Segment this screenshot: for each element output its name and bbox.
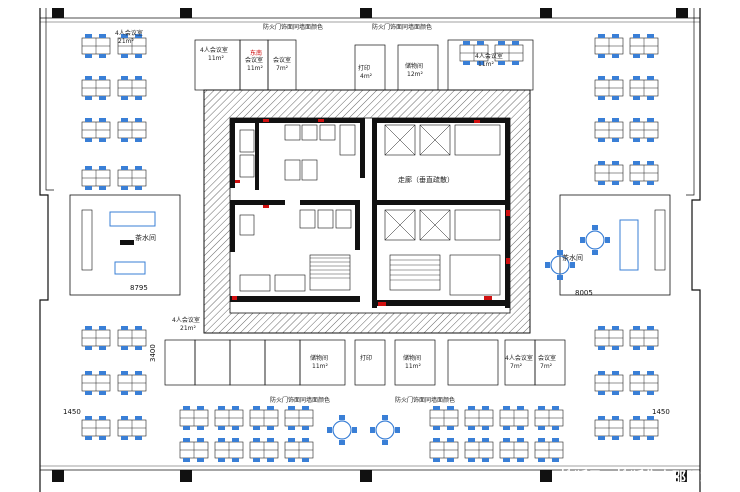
room-label: 4人会议室 (115, 29, 143, 37)
room-area: 7m² (540, 363, 553, 370)
building-core: 走廊（垂直疏散） (203, 89, 531, 334)
dimension-label: 1450 (652, 408, 670, 416)
top-rooms (194, 39, 534, 91)
dimension-label: 1450 (63, 408, 81, 416)
exterior-walls (39, 8, 701, 492)
dimension-label: 8005 (575, 289, 593, 297)
room-label: 4人会议室 (200, 46, 228, 54)
red-tag: 东南 (250, 49, 262, 57)
desk-cluster-top-left (81, 33, 147, 191)
room-label: 4人会议室 (172, 316, 200, 324)
room-label: 会议室 (538, 354, 556, 362)
room-label: 打印 (360, 354, 372, 362)
tea-room-left: 茶水间 (81, 209, 156, 275)
tea-room-right-label: 茶水间 (562, 253, 583, 262)
desk-cluster-bottom-left (81, 325, 314, 463)
room-label: 储物间 (403, 354, 421, 362)
corridor-label: 走廊（垂直疏散） (398, 175, 454, 184)
room-label: 打印 (358, 64, 370, 72)
fire-door-label: 防火门饰面同墙面颜色 (270, 396, 330, 404)
room-area: 4m² (360, 73, 373, 80)
room-area: 7m² (276, 65, 289, 72)
watermark: 搜狐号@搜狐焦点邵阳站 (560, 469, 714, 486)
desk-cluster-bottom-right (429, 325, 659, 463)
dimensions: 8795 8005 1450 1450 3400 (63, 284, 670, 416)
bottom-rooms (164, 339, 566, 386)
room-label: 4人会议室 (505, 354, 533, 362)
dimension-label: 8795 (130, 284, 148, 292)
room-area: 21m² (118, 38, 134, 45)
top-wall-band (40, 17, 700, 471)
fire-door-label: 防火门饰面同墙面颜色 (395, 396, 455, 404)
fire-door-label: 防火门饰面同墙面颜色 (372, 23, 432, 31)
room-area: 11m² (312, 363, 328, 370)
room-area: 11m² (247, 65, 263, 72)
room-area: 7m² (510, 363, 523, 370)
room-area: 21m² (180, 325, 196, 332)
room-area: 11m² (478, 61, 494, 68)
room-label: 4人会议室 (475, 52, 503, 60)
room-area: 11m² (405, 363, 421, 370)
room-area: 11m² (208, 55, 224, 62)
bottom-room-labels: 4人会议室 21m² 储物间 11m² 打印 储物间 11m² 4人会议室 7m… (172, 316, 556, 404)
top-room-labels: 4人会议室 21m² 4人会议室 11m² 会议室 11m² 会议室 7m² 打… (115, 23, 503, 80)
room-label: 会议室 (245, 56, 263, 64)
room-area: 12m² (407, 71, 423, 78)
tea-room-left-label: 茶水间 (135, 233, 156, 242)
dimension-label: 3400 (149, 344, 157, 362)
fire-door-label: 防火门饰面同墙面颜色 (263, 23, 323, 31)
tea-room-right: 茶水间 (562, 209, 666, 271)
room-label: 储物间 (310, 354, 328, 362)
room-label: 会议室 (273, 56, 291, 64)
room-label: 储物间 (405, 62, 423, 70)
